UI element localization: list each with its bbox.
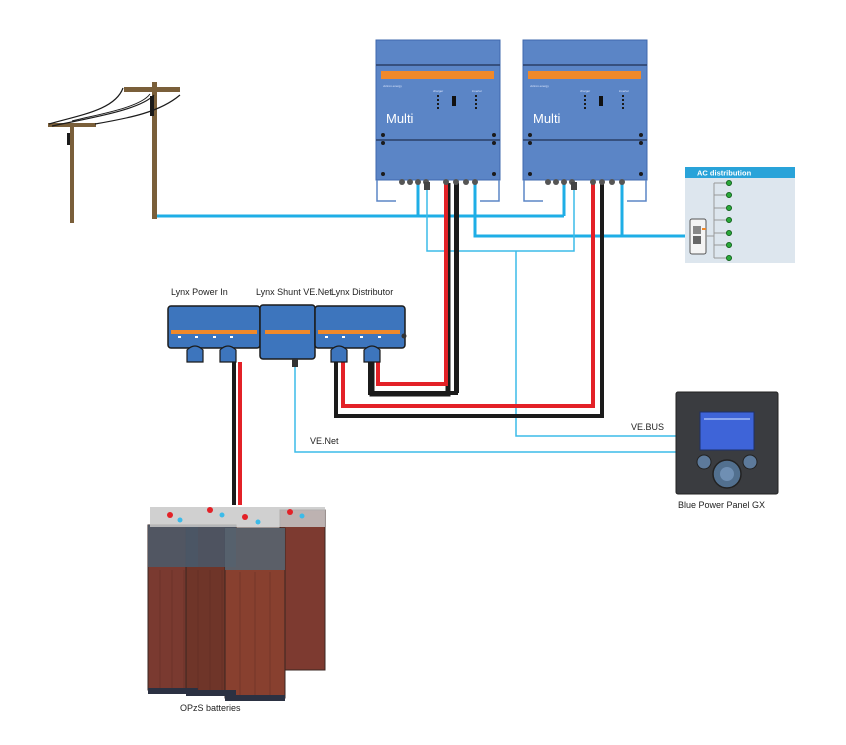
power-pole-icon: [48, 82, 181, 223]
svg-text:charger: charger: [580, 89, 590, 93]
panel-label: Blue Power Panel GX: [678, 500, 765, 510]
ve-net-label: VE.Net: [310, 436, 339, 446]
panel-left-button[interactable]: [696, 454, 712, 470]
grid-power-poles: [48, 82, 181, 223]
svg-text:inverter: inverter: [472, 89, 482, 93]
svg-text:victron energy: victron energy: [530, 84, 549, 88]
lynx-power-in-label: Lynx Power In: [171, 287, 228, 297]
orange-stripe: [381, 71, 494, 79]
multi-2-label: Multi: [533, 111, 561, 126]
multi-1[interactable]: victron energy charger inverter Multi: [375, 39, 501, 202]
ac-wiring: [157, 183, 688, 238]
blue-power-panel-gx[interactable]: [675, 391, 779, 495]
lynx-shunt-ve-net[interactable]: [259, 304, 316, 367]
ac-distribution-panel[interactable]: AC distribution: [685, 167, 795, 263]
ac-distribution-label: AC distribution: [697, 169, 752, 178]
svg-text:victron energy: victron energy: [383, 84, 402, 88]
multi-2[interactable]: victron energy charger inverter Multi: [522, 39, 648, 202]
dc-wiring: [232, 183, 604, 505]
main-breaker-icon: [689, 218, 707, 255]
lynx-shunt-label: Lynx Shunt VE.Net: [256, 287, 332, 297]
ac-distribution-header: [685, 167, 795, 178]
ve-bus-wiring: [294, 190, 676, 453]
opzs-batteries: [147, 507, 326, 701]
breaker-indicators: [726, 179, 733, 261]
svg-text:inverter: inverter: [619, 89, 629, 93]
batteries-label: OPzS batteries: [180, 703, 241, 713]
orange-stripe: [528, 71, 641, 79]
panel-right-button[interactable]: [742, 454, 758, 470]
ve-net-wire: [294, 367, 676, 453]
lynx-power-in[interactable]: [167, 305, 261, 363]
ac-out-bus: [473, 183, 688, 238]
multi-1-label: Multi: [386, 111, 414, 126]
svg-text:charger: charger: [433, 89, 443, 93]
ve-bus-label: VE.BUS: [631, 422, 664, 432]
lynx-distributor-label: Lynx Distributor: [331, 287, 393, 297]
panel-screen: [699, 411, 755, 451]
lynx-distributor[interactable]: [314, 305, 407, 363]
